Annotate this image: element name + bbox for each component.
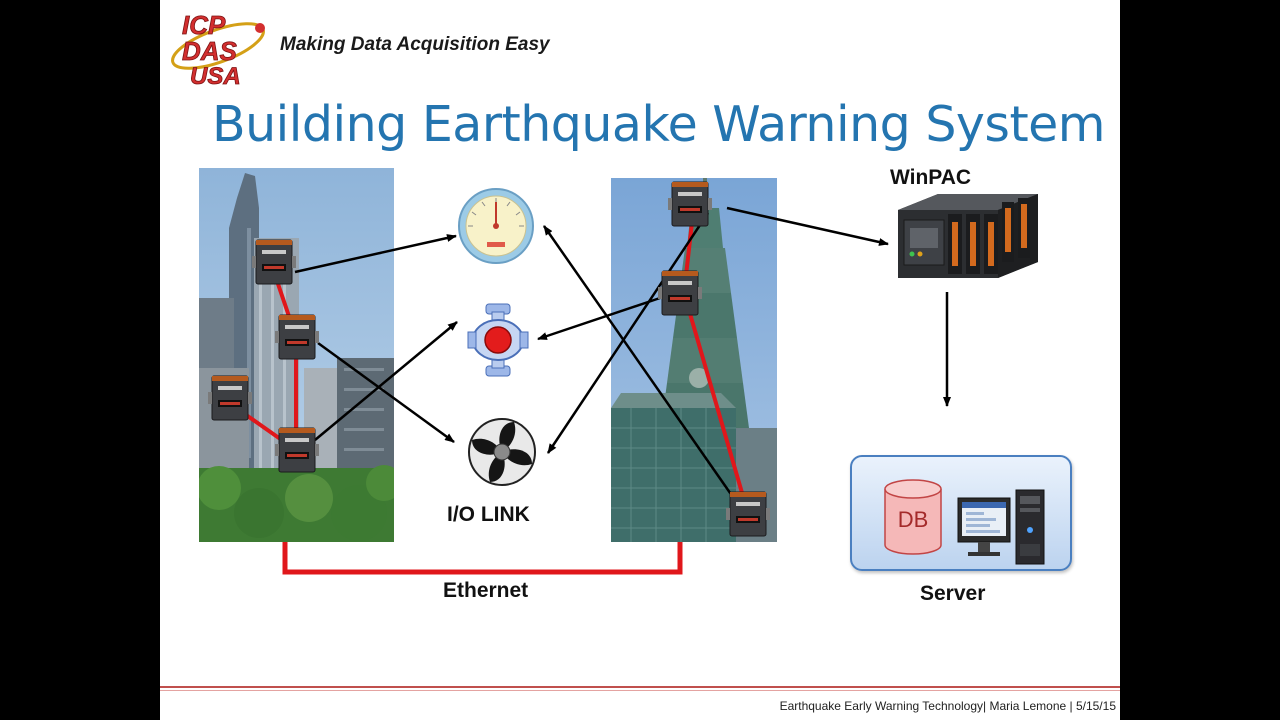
svg-text:USA: USA xyxy=(190,63,241,86)
svg-text:ICP: ICP xyxy=(182,10,226,40)
server-contents: DB xyxy=(884,479,1045,565)
valve-icon xyxy=(467,303,529,377)
sensor-module-icon xyxy=(725,491,771,537)
ethernet-label: Ethernet xyxy=(443,579,529,602)
svg-text:DAS: DAS xyxy=(182,36,238,66)
db-text: DB xyxy=(898,507,929,532)
sensor-module-icon xyxy=(207,375,253,421)
red-link-left xyxy=(230,274,298,452)
gauge-icon xyxy=(458,188,534,264)
database-icon: DB xyxy=(884,479,942,555)
connection-arrows xyxy=(294,206,951,501)
io-link-label: I/O LINK xyxy=(447,503,530,526)
computer-icon xyxy=(957,489,1045,565)
winpac-controller-icon xyxy=(898,194,1038,278)
winpac-label: WinPAC xyxy=(890,166,972,189)
icp-das-logo: ICP DAS USA xyxy=(171,10,265,86)
footer-text: Earthquake Early Warning Technology| Mar… xyxy=(779,699,1116,713)
tagline: Making Data Acquisition Easy xyxy=(280,34,550,55)
slide-title: Building Earthquake Warning System xyxy=(212,96,1106,153)
server-label: Server xyxy=(920,582,986,605)
sensor-module-icon xyxy=(274,314,320,360)
ethernet-line xyxy=(282,542,683,575)
diagram-overlay xyxy=(207,181,1045,575)
footer-divider-thin xyxy=(160,690,1120,691)
sensor-module-icon xyxy=(657,270,703,316)
sensor-module-icon xyxy=(667,181,713,227)
red-link-right xyxy=(682,204,749,511)
sensor-module-icon xyxy=(274,427,320,473)
fan-icon xyxy=(468,418,536,486)
slide: ICP DAS USA Making Data Acquisition Easy… xyxy=(160,0,1120,720)
sensor-module-icon xyxy=(251,239,297,285)
footer-divider xyxy=(160,686,1120,688)
